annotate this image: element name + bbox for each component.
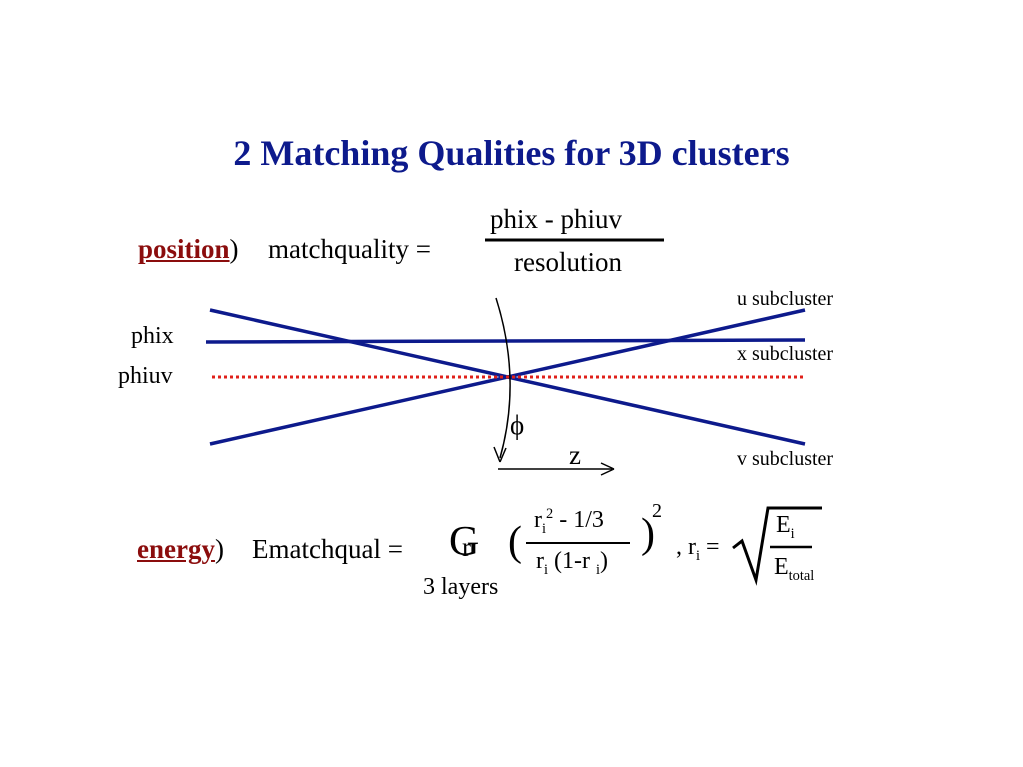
x-subcluster-line — [205, 338, 806, 344]
energy-denominator: ri (1-r i) — [536, 548, 608, 579]
num-r: r — [534, 507, 542, 533]
phi-arc — [495, 297, 511, 459]
root-denominator: Etotal — [774, 554, 814, 585]
power-exponent: 2 — [652, 500, 662, 522]
energy-paren: ) — [214, 534, 224, 564]
u-subcluster-label: u subcluster — [737, 288, 834, 310]
root-num-sub: i — [790, 525, 795, 542]
den-mid: (1-r — [548, 548, 596, 574]
position-keyword: position — [138, 234, 230, 264]
v-subcluster-label: v subcluster — [737, 448, 834, 470]
den-sub: i — [544, 561, 548, 578]
den-r: r — [536, 548, 544, 574]
sqrt-sign-icon — [732, 506, 822, 586]
x-subcluster-label: x subcluster — [737, 343, 834, 365]
close-paren: ) — [641, 511, 655, 557]
energy-numerator: ri2 - 1/3 — [534, 506, 604, 538]
position-paren: ) — [229, 234, 239, 264]
energy-keyword: energy — [137, 534, 215, 564]
den-end: ) — [599, 548, 608, 574]
matchquality-lhs: matchquality = — [268, 234, 431, 264]
z-arrowhead-icon — [600, 462, 615, 476]
phi-arrowhead-icon — [493, 446, 507, 463]
phix-label: phix — [131, 323, 174, 349]
num-rest: - 1/3 — [553, 507, 604, 533]
ri-definition: , ri = — [676, 534, 720, 565]
num-sub: i — [542, 520, 546, 537]
root-den-sub: total — [788, 567, 815, 584]
energy-label-group: energy) — [137, 534, 224, 565]
position-denominator: resolution — [514, 247, 622, 277]
page-title: 2 Matching Qualities for 3D clusters — [233, 133, 790, 173]
ri-comma: , r — [676, 534, 696, 560]
position-label-group: position) — [138, 234, 239, 265]
ri-equals: = — [700, 534, 720, 560]
root-numerator: Ei — [776, 512, 795, 543]
phi-label: ϕ — [510, 410, 525, 440]
z-label: z — [569, 440, 581, 470]
root-den-E: E — [774, 554, 789, 580]
den-sub2: i — [595, 561, 600, 578]
sum-under-label: 3 layers — [423, 574, 499, 600]
root-num-E: E — [776, 512, 791, 538]
num-sup: 2 — [546, 506, 554, 522]
phiuv-label: phiuv — [118, 363, 173, 389]
open-paren: ( — [508, 519, 522, 565]
ri-sub: i — [696, 547, 700, 564]
ematchqual-lhs: Ematchqual = — [252, 534, 403, 564]
position-numerator: phix - phiuv — [490, 204, 622, 234]
sum-index: r — [462, 532, 471, 562]
sum-symbol: G — [449, 519, 480, 565]
